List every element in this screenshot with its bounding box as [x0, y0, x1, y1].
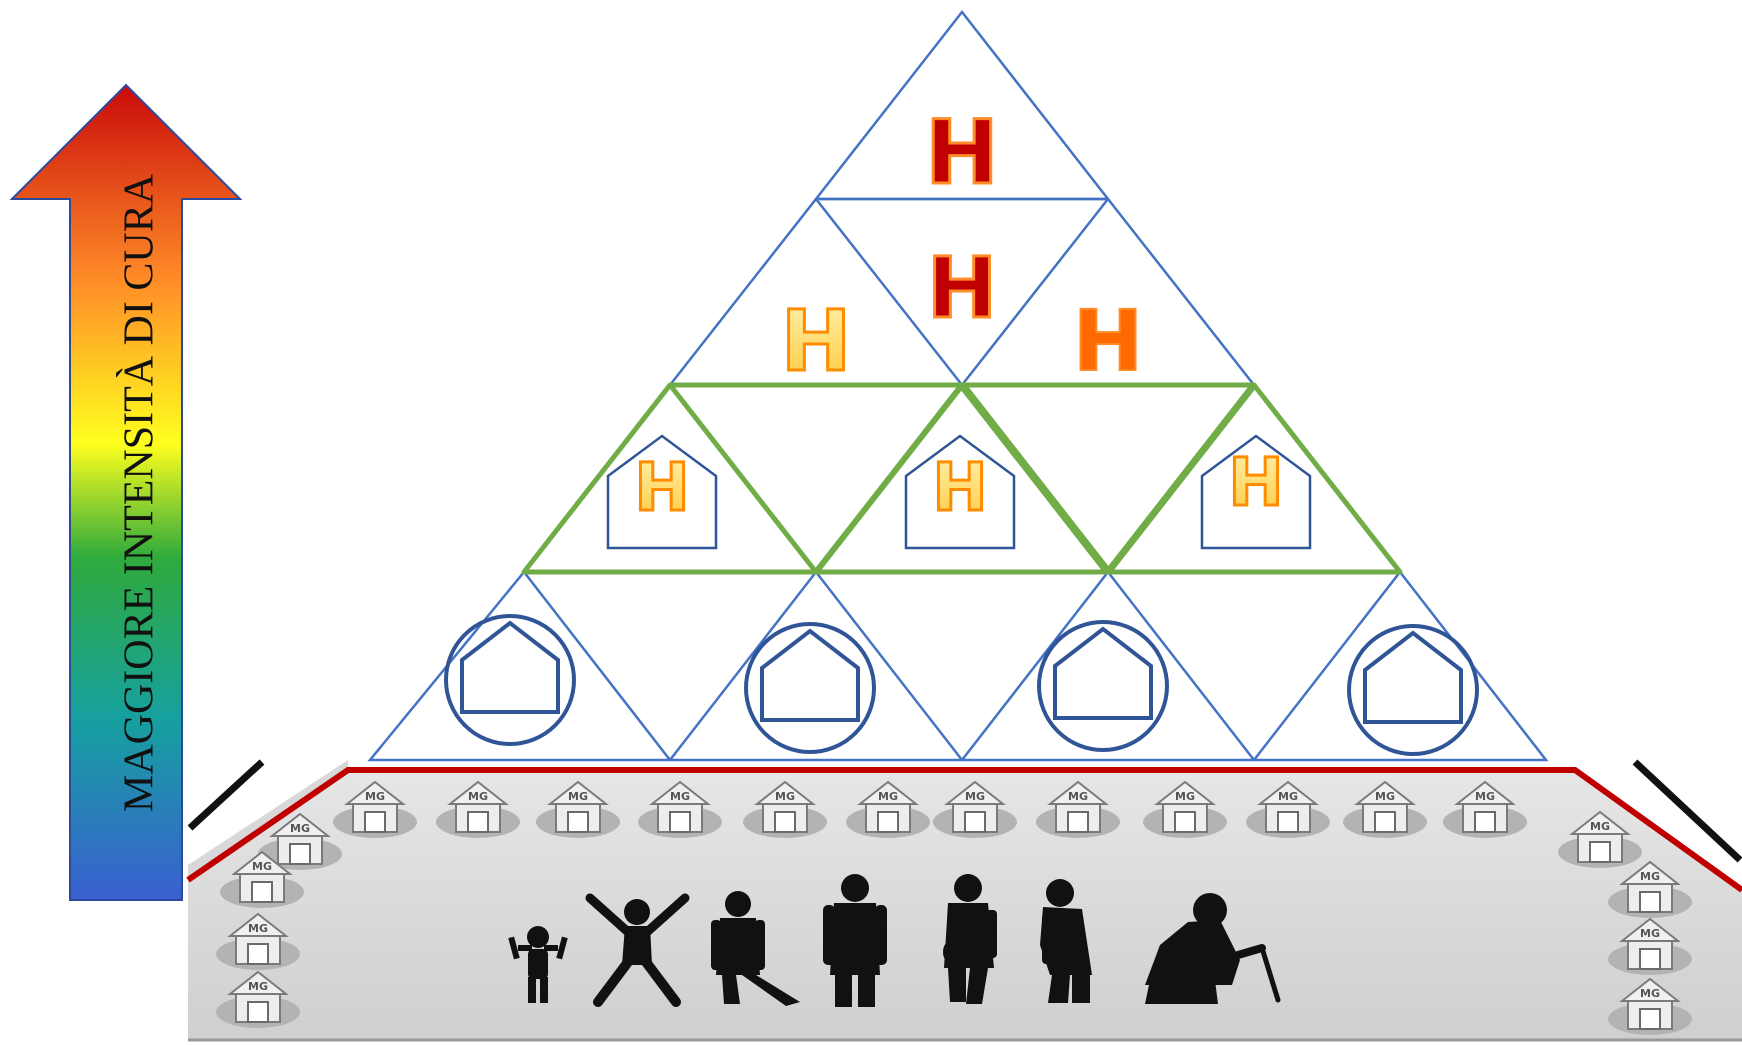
elderly-with-cane-silhouette-icon	[1145, 893, 1281, 1004]
territory-floor	[186, 759, 1742, 1042]
house-in-circle-icon	[444, 614, 576, 746]
hospital-icon-top: H	[925, 101, 999, 204]
third-level-houses	[606, 434, 1312, 550]
house-in-circle-icon	[744, 622, 876, 754]
intermediate-care-highlight	[521, 382, 1403, 575]
house-outline-icon	[606, 434, 718, 550]
intensity-arrow: MAGGIORE INTENSITÀ DI CURA	[9, 83, 243, 901]
senior-silhouette-icon	[1040, 879, 1092, 1003]
house-outline-icon	[904, 434, 1016, 550]
hospital-icon-level2-center: H	[927, 239, 997, 337]
floor-edge-right	[1632, 759, 1742, 863]
intensity-arrow-label: MAGGIORE INTENSITÀ DI CURA	[116, 173, 163, 812]
jumping-person-silhouette-icon	[585, 893, 690, 1007]
house-outline-icon	[1200, 434, 1312, 550]
child-silhouette-icon	[508, 926, 568, 1003]
house-in-circle-icon	[1037, 620, 1169, 752]
hospital-icon-level2-right: H	[1073, 292, 1143, 390]
base-level-houses	[444, 614, 1479, 756]
hospital-symbols: H H H H H H H	[633, 100, 1285, 528]
hospital-icon-level3-right: H	[1228, 444, 1283, 521]
population-silhouettes	[508, 874, 1281, 1007]
house-in-circle-icon	[1347, 624, 1479, 756]
adult-silhouette-icon	[823, 874, 887, 1007]
hospital-icon-level3-center: H	[932, 449, 987, 526]
hospital-icon-level3-left: H	[634, 449, 689, 526]
teen-silhouette-icon	[711, 891, 800, 1006]
walking-person-silhouette-icon	[943, 874, 997, 1004]
hospital-icon-level2-left: H	[781, 292, 851, 390]
floor-edge-left	[187, 759, 265, 831]
territory-border	[186, 767, 1742, 893]
